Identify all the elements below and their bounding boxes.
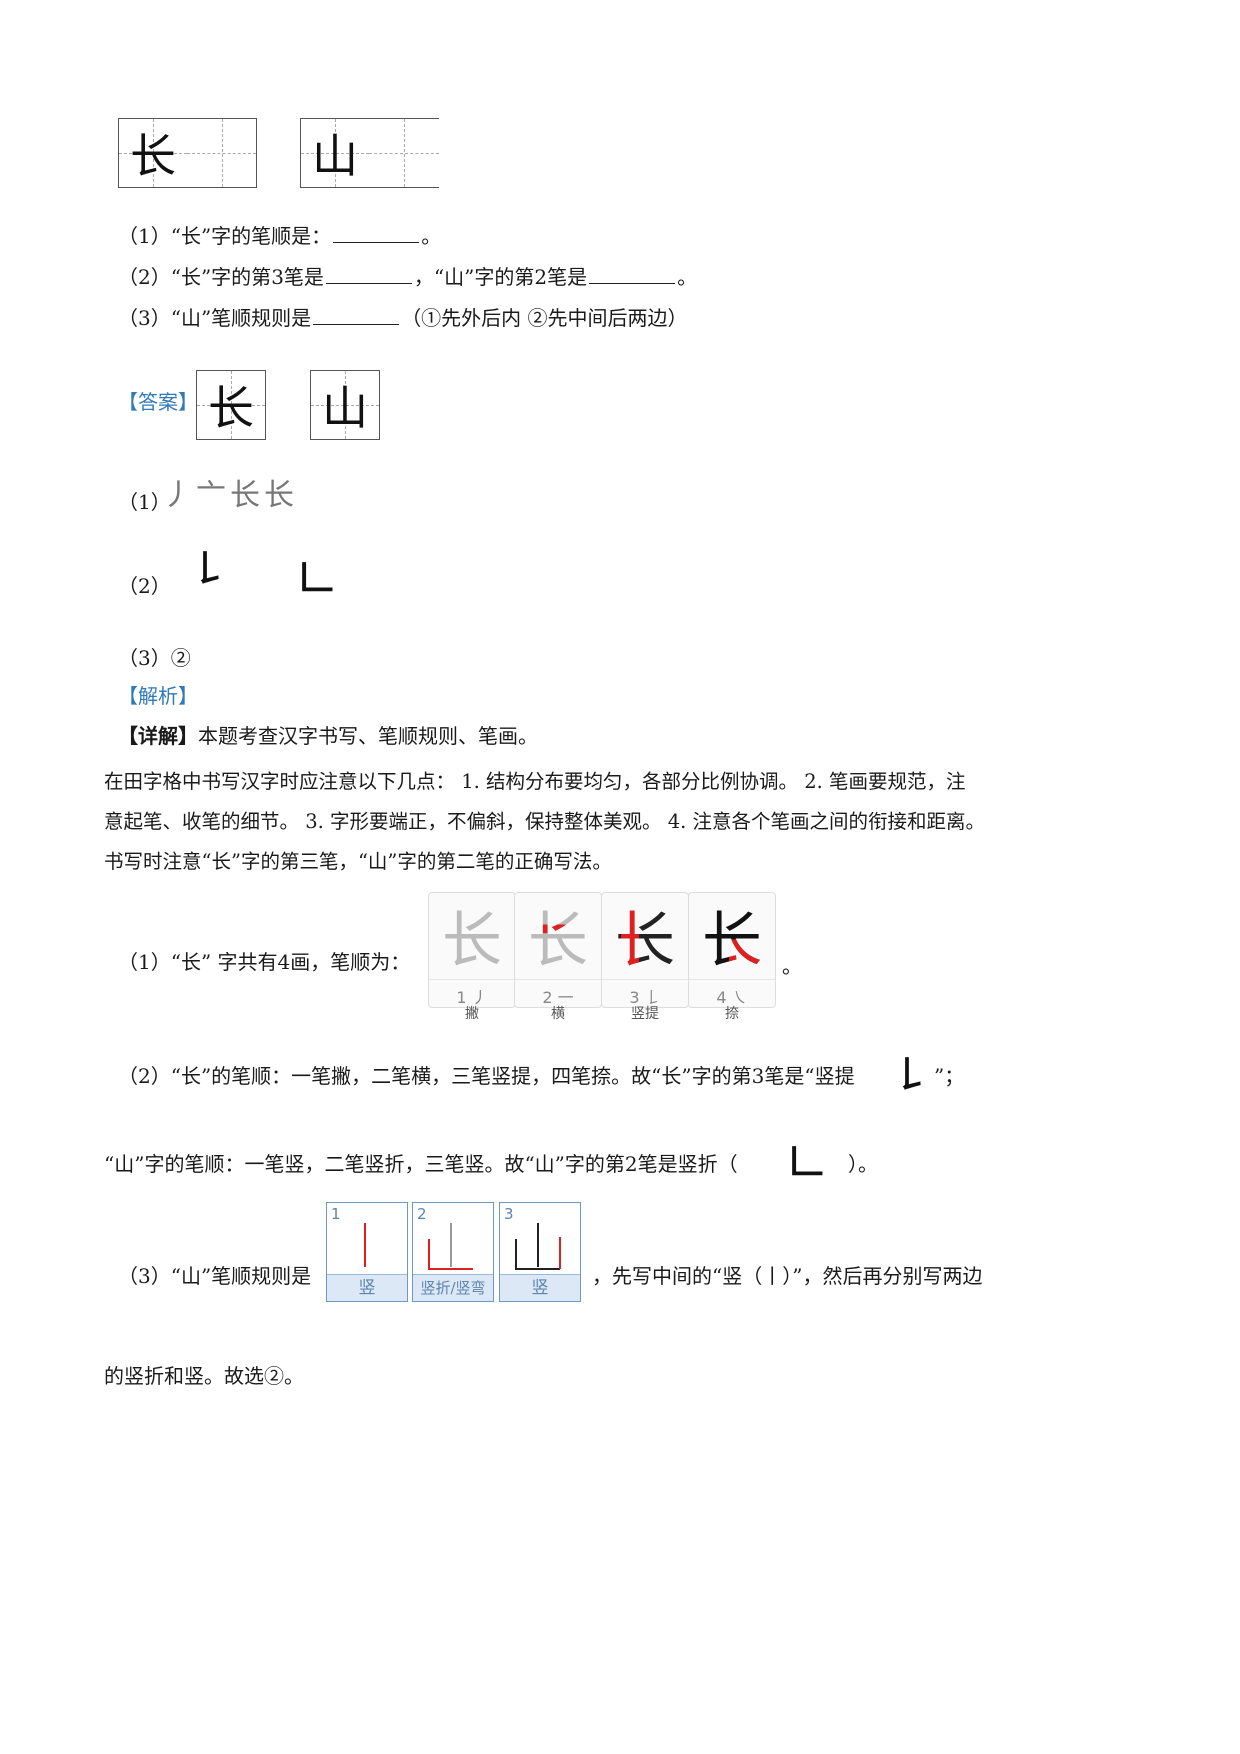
shan-stroke-1-icon <box>364 1223 366 1267</box>
answer-1-strokes: 丿亠长长 <box>162 478 298 513</box>
question-1: （1）“长”字的笔顺是：。 <box>118 224 442 248</box>
shan-stroke-3-icon <box>515 1223 561 1270</box>
answer-blank[interactable] <box>313 306 400 325</box>
stroke-card-1: 长 1 丿 <box>428 892 516 1008</box>
answer-2-stroke-1: 𠄌 <box>190 548 227 590</box>
detail-line: 【详解】本题考查汉字书写、笔顺规则、笔画。 <box>118 724 538 748</box>
analysis-point-2b: “山”字的笔顺：一笔竖，二笔竖折，三笔竖。故“山”字的第2笔是竖折（ <box>104 1152 738 1176</box>
answer-2-stroke-2: 𠃊 <box>298 558 335 600</box>
stroke-name-3: 竖提 <box>631 1006 659 1022</box>
stroke-name-4: 捺 <box>725 1006 739 1022</box>
analysis-point-3: （3）“山”笔顺规则是 <box>118 1264 312 1288</box>
shan-card-1: 1 竖 <box>326 1202 408 1302</box>
answer-2-label: （2） <box>118 574 171 598</box>
answer-grid-shan: 山 <box>310 370 380 440</box>
point-2b-end: ）。 <box>848 1152 878 1176</box>
answer-blank[interactable] <box>325 265 412 284</box>
stroke-name-2: 横 <box>551 1006 565 1022</box>
answer-tag: 【答案】 <box>118 390 198 414</box>
answer-3: （3）② <box>118 646 191 670</box>
point-2-end: ”； <box>934 1064 965 1088</box>
grid-char-shan: 山 <box>312 129 358 183</box>
shan-card-3: 3 竖 <box>499 1202 581 1302</box>
stroke-name-1: 撇 <box>465 1006 479 1022</box>
stroke-card-3: 长长 3 𠄌 <box>601 892 689 1008</box>
analysis-point-2: （2）“长”的笔顺：一笔撇，二笔横，三笔竖提，四笔捺。故“长”字的第3笔是“竖提 <box>118 1064 855 1088</box>
analysis-point-1: （1）“长” 字共有4画，笔顺为： <box>118 950 411 974</box>
shan-card-2: 2 竖折/竖弯 <box>412 1202 494 1302</box>
answer-blank[interactable] <box>333 224 420 243</box>
point-1-end: 。 <box>782 954 802 978</box>
analysis-tag: 【解析】 <box>118 684 198 708</box>
question-2: （2）“长”字的第3笔是，“山”字的第2笔是。 <box>118 265 698 289</box>
stroke-card-4: 长长 4 ㇏ <box>688 892 776 1008</box>
question-3: （3）“山”笔顺规则是（①先外后内 ②先中间后两边） <box>118 306 688 330</box>
answer-grid-zhang: 长 <box>196 370 266 440</box>
point-3-end: 的竖折和竖。故选②。 <box>104 1364 304 1388</box>
answer-1-label: （1） <box>118 490 171 514</box>
shan-stroke-2-icon <box>428 1223 473 1270</box>
vertical-turn-stroke: 𠃊 <box>788 1142 825 1184</box>
point-3-suffix: ，先写中间的“竖（丨）”，然后再分别写两边 <box>592 1264 983 1288</box>
vertical-hook-stroke: 𠄌 <box>892 1054 929 1096</box>
answer-blank[interactable] <box>589 265 676 284</box>
analysis-paragraph: 在田字格中书写汉字时应注意以下几点： 1. 结构分布要均匀，各部分比例协调。 2… <box>104 770 986 873</box>
stroke-card-2: 长长 2 一 <box>514 892 602 1008</box>
grid-char-zhang: 长 <box>130 129 176 183</box>
